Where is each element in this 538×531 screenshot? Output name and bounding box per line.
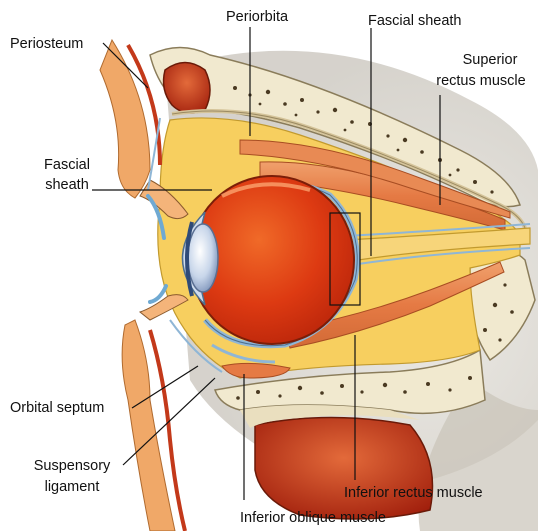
skin-upper [100,40,150,198]
label-periosteum: Periosteum [10,36,83,53]
lens [188,224,218,292]
label-inferior-oblique: Inferior oblique muscle [240,510,386,527]
label-fascial-sheath-left-line2: sheath [32,177,102,194]
label-superior-rectus-line1: Superior [442,52,538,69]
label-superior-rectus-line2: rectus muscle [424,73,538,90]
label-fascial-sheath-left-line1: Fascial [32,157,102,174]
label-orbital-septum: Orbital septum [10,400,104,417]
label-fascial-sheath-top: Fascial sheath [368,13,462,30]
label-inferior-rectus: Inferior rectus muscle [344,485,483,502]
label-suspensory-line2: ligament [24,479,120,496]
maxillary-sinus [255,418,433,520]
label-periorbita: Periorbita [226,9,288,26]
label-suspensory-line1: Suspensory [24,458,120,475]
